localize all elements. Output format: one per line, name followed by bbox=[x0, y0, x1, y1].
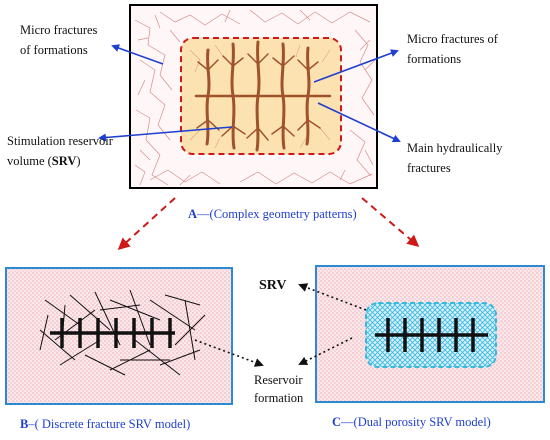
panel-b-frame bbox=[5, 267, 233, 405]
red-dashed-arrows bbox=[117, 197, 420, 251]
label-micro-left-line1: Micro fractures bbox=[20, 23, 98, 37]
caption-a: A—(Complex geometry patterns) bbox=[188, 207, 357, 221]
arrow-srv bbox=[98, 126, 233, 142]
top-panel bbox=[98, 4, 401, 189]
arrow-micro-right bbox=[313, 49, 399, 83]
caption-c: C—(Dual porosity SRV model) bbox=[332, 415, 491, 429]
panel-c-main-fractures bbox=[375, 318, 488, 352]
arrow-srv-label bbox=[298, 283, 367, 311]
main-hydraulic-fractures bbox=[194, 40, 332, 152]
label-micro-right-line2: formations bbox=[407, 52, 461, 66]
srv-micro-fractures bbox=[189, 44, 331, 149]
discrete-fracture-network bbox=[39, 289, 206, 376]
label-srv-line1: Stimulation reservoir bbox=[7, 134, 114, 148]
micro-fracture-network bbox=[134, 9, 376, 186]
arrow-to-panel-b bbox=[117, 197, 176, 251]
reservoir-arrows bbox=[194, 337, 353, 367]
panel-c-srv-label: SRV bbox=[259, 278, 287, 293]
arrow-reservoir-from-b bbox=[194, 339, 264, 367]
label-main-line2: fractures bbox=[407, 161, 451, 175]
panel-b bbox=[5, 267, 233, 405]
reservoir-label-line1: Reservoir bbox=[254, 373, 303, 387]
panel-b-main-fractures bbox=[50, 318, 175, 348]
arrow-to-panel-c bbox=[361, 197, 420, 247]
label-micro-right-line1: Micro fractures of bbox=[407, 32, 499, 46]
arrow-main-fractures bbox=[317, 102, 401, 143]
reservoir-label-line2: formation bbox=[254, 391, 304, 405]
label-pointer-arrows bbox=[98, 44, 401, 143]
label-srv-line2: volume (SRV) bbox=[7, 154, 81, 168]
arrow-micro-left bbox=[111, 44, 164, 65]
panel-c bbox=[298, 265, 545, 403]
caption-b: B–( Discrete fracture SRV model) bbox=[20, 417, 190, 431]
label-micro-left-line2: of formations bbox=[20, 43, 88, 57]
label-main-line1: Main hydraulically bbox=[407, 141, 503, 155]
